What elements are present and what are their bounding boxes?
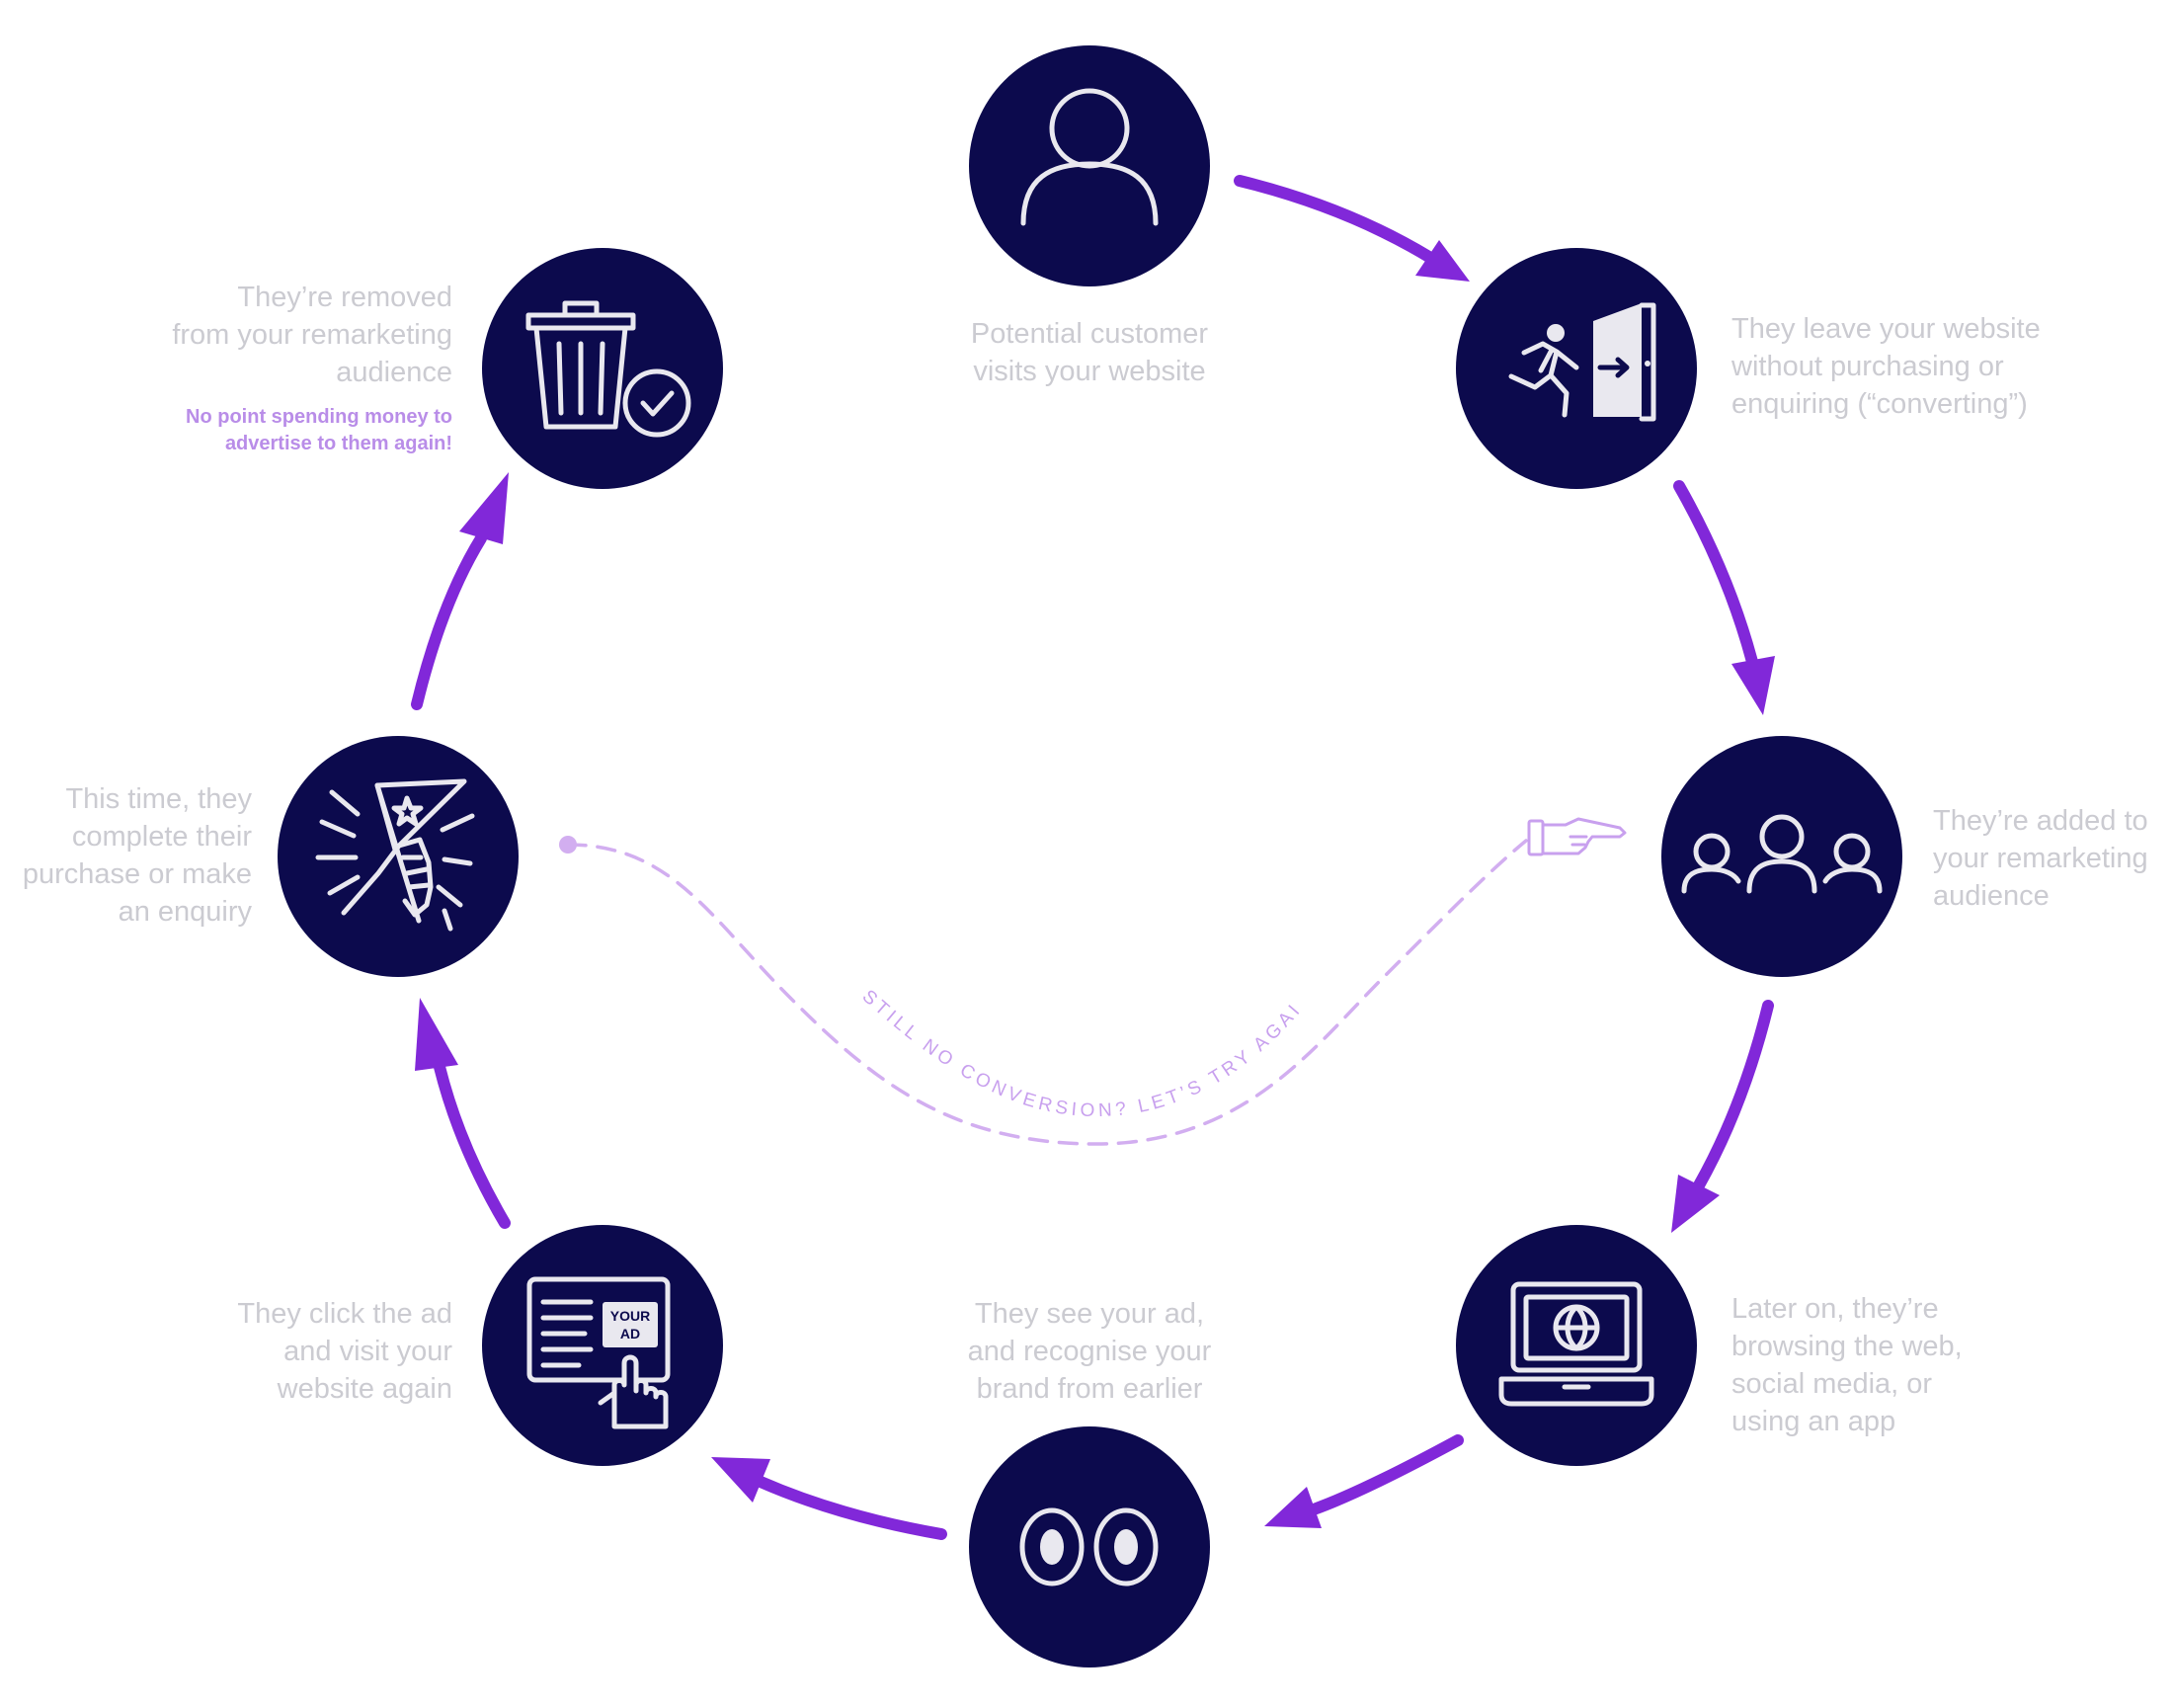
ad-text-line-2: AD <box>620 1326 640 1342</box>
arrow-head-6 <box>415 998 458 1071</box>
arrow-head-5 <box>711 1457 770 1503</box>
person-icon <box>1020 88 1159 226</box>
click-ad-icon: YOUR AD <box>526 1276 671 1429</box>
audience-group-icon <box>1681 814 1883 894</box>
loop-start-dot <box>559 836 577 854</box>
arrow-head-3 <box>1671 1175 1720 1233</box>
retry-loop-path <box>566 839 1528 1146</box>
step-8-label: They’re removed from your remarketing au… <box>172 282 452 388</box>
trash-check-icon <box>525 300 691 438</box>
step-2-label: They leave your website without purchasi… <box>1731 313 2041 420</box>
step-6-node: YOUR AD <box>482 1225 723 1466</box>
step-4-node <box>1456 1225 1697 1466</box>
eyes-icon <box>1019 1507 1159 1586</box>
step-5-node <box>969 1426 1210 1667</box>
step-8-node <box>482 248 723 489</box>
removal-note: No point spending money to advertise to … <box>186 406 452 454</box>
arrow-head-2 <box>1731 656 1775 715</box>
step-1-label: Potential customer visits your website <box>970 318 1209 387</box>
step-2-node <box>1456 248 1697 489</box>
ad-text-line-1: YOUR <box>610 1308 650 1324</box>
step-6-label: They click the ad and visit your website… <box>237 1298 452 1405</box>
arrow-head-7 <box>459 472 509 544</box>
laptop-globe-icon <box>1498 1281 1654 1407</box>
step-4-label: Later on, they’re browsing the web, soci… <box>1731 1293 1963 1437</box>
pointing-hand-icon <box>1527 817 1627 856</box>
arrow-head-4 <box>1264 1487 1322 1528</box>
celebration-flag-icon <box>315 778 475 932</box>
arrow-7-to-8 <box>411 532 487 710</box>
exit-door-icon <box>1508 302 1656 422</box>
flow-arrows <box>411 175 1775 1540</box>
arrow-head-1 <box>1415 240 1470 282</box>
arrow-3-to-4 <box>1693 1000 1774 1191</box>
arrow-2-to-3 <box>1673 480 1758 668</box>
step-1-node <box>969 45 1210 286</box>
step-5-label: They see your ad, and recognise your bra… <box>967 1298 1212 1405</box>
step-3-label: They’re added to your remarketing audien… <box>1933 805 2148 912</box>
arrow-5-to-6 <box>755 1476 947 1540</box>
step-7-label: This time, they complete their purchase … <box>22 783 252 928</box>
step-3-node <box>1661 736 1902 977</box>
arrow-4-to-5 <box>1308 1434 1464 1515</box>
arrow-6-to-7 <box>434 1061 511 1229</box>
arrow-1-to-2 <box>1234 175 1438 265</box>
step-7-node <box>278 736 519 977</box>
